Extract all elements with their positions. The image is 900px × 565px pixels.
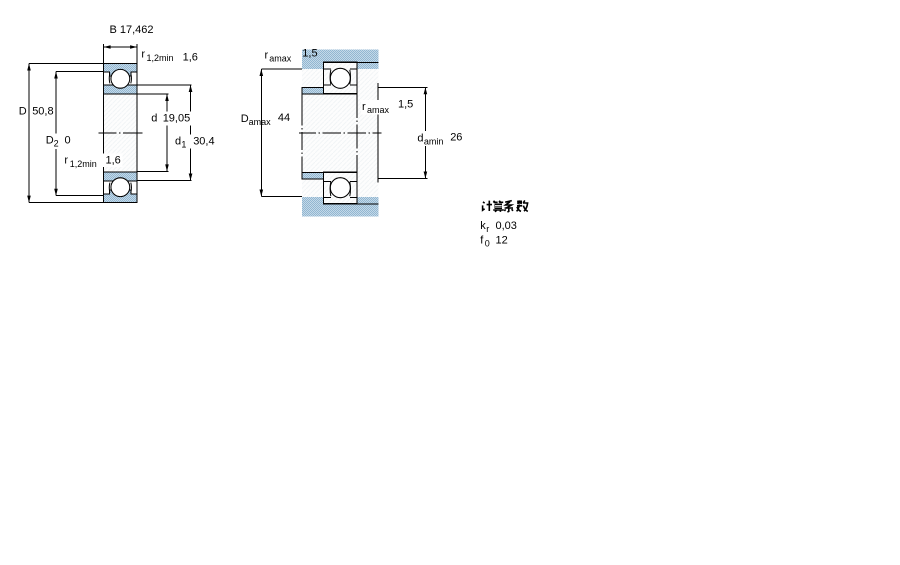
svg-text:amax: amax bbox=[249, 117, 272, 127]
svg-text:44: 44 bbox=[278, 112, 290, 124]
svg-text:1: 1 bbox=[181, 140, 186, 150]
svg-text:r: r bbox=[486, 224, 489, 234]
svg-text:1,2min: 1,2min bbox=[70, 159, 97, 169]
svg-text:0,03: 0,03 bbox=[496, 220, 517, 232]
svg-text:r: r bbox=[64, 155, 68, 167]
svg-text:1,5: 1,5 bbox=[302, 48, 317, 60]
svg-text:d: d bbox=[417, 132, 423, 144]
svg-text:0: 0 bbox=[485, 238, 490, 248]
svg-text:1,5: 1,5 bbox=[398, 99, 413, 111]
svg-text:d: d bbox=[175, 136, 181, 148]
svg-text:0: 0 bbox=[65, 135, 71, 147]
svg-text:amax: amax bbox=[269, 54, 292, 64]
svg-text:26: 26 bbox=[450, 132, 462, 144]
svg-text:D: D bbox=[19, 106, 27, 118]
svg-text:D: D bbox=[46, 135, 54, 147]
svg-text:1,2min: 1,2min bbox=[147, 53, 174, 63]
svg-text:amin: amin bbox=[424, 136, 444, 146]
svg-text:30,4: 30,4 bbox=[193, 136, 214, 148]
svg-text:r: r bbox=[362, 101, 366, 113]
svg-text:D: D bbox=[241, 113, 249, 125]
svg-text:r: r bbox=[265, 50, 269, 62]
svg-text:2: 2 bbox=[54, 139, 59, 149]
svg-text:r: r bbox=[141, 49, 145, 61]
svg-text:50,8: 50,8 bbox=[32, 106, 53, 118]
svg-text:f: f bbox=[480, 234, 484, 246]
svg-text:k: k bbox=[480, 220, 486, 232]
svg-text:1,6: 1,6 bbox=[106, 155, 121, 167]
svg-text:d: d bbox=[151, 112, 157, 124]
svg-text:1,6: 1,6 bbox=[183, 52, 198, 64]
svg-text:B 17,462: B 17,462 bbox=[110, 24, 154, 36]
svg-text:amax: amax bbox=[367, 105, 390, 115]
svg-text:12: 12 bbox=[496, 234, 508, 246]
svg-text:19,05: 19,05 bbox=[163, 112, 191, 124]
